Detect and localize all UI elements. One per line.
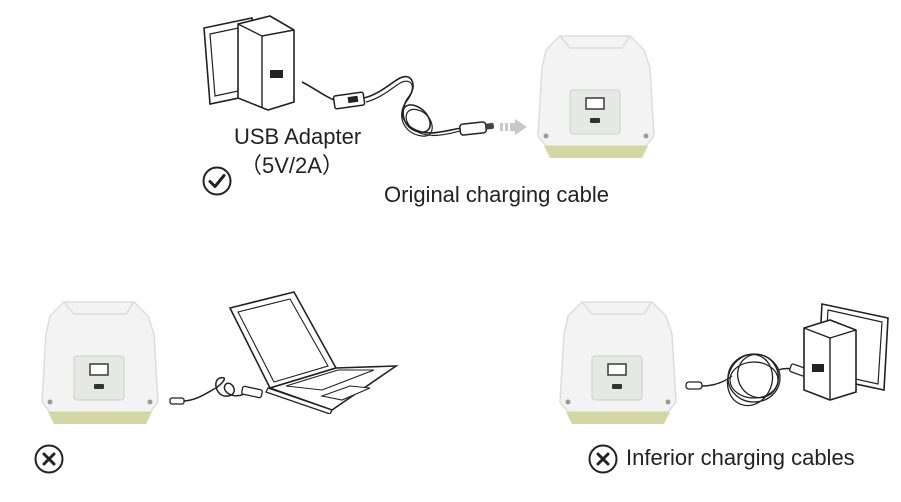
- arrow-icon: [500, 118, 530, 136]
- original-cable-icon: [300, 72, 500, 148]
- wrong-mark-icon: [588, 444, 618, 474]
- charging-device-icon: [530, 28, 662, 162]
- original-cable-label: Original charging cable: [384, 182, 610, 207]
- adapter-spec-label: （5V/2A）: [240, 153, 344, 178]
- inferior-cable-icon: [684, 346, 810, 412]
- laptop-cable-icon: [168, 370, 268, 410]
- checkmark-icon: [202, 166, 232, 196]
- wall-adapter-icon: [800, 300, 892, 402]
- laptop-icon: [224, 290, 400, 414]
- device-inferior-cable-icon: [552, 294, 684, 428]
- inferior-cables-label: Inferior charging cables: [626, 445, 855, 470]
- wrong-mark-icon: [34, 444, 64, 474]
- device-laptop-side-icon: [34, 294, 166, 428]
- usb-adapter-icon: [196, 6, 306, 112]
- usb-adapter-label: USB Adapter: [234, 124, 362, 149]
